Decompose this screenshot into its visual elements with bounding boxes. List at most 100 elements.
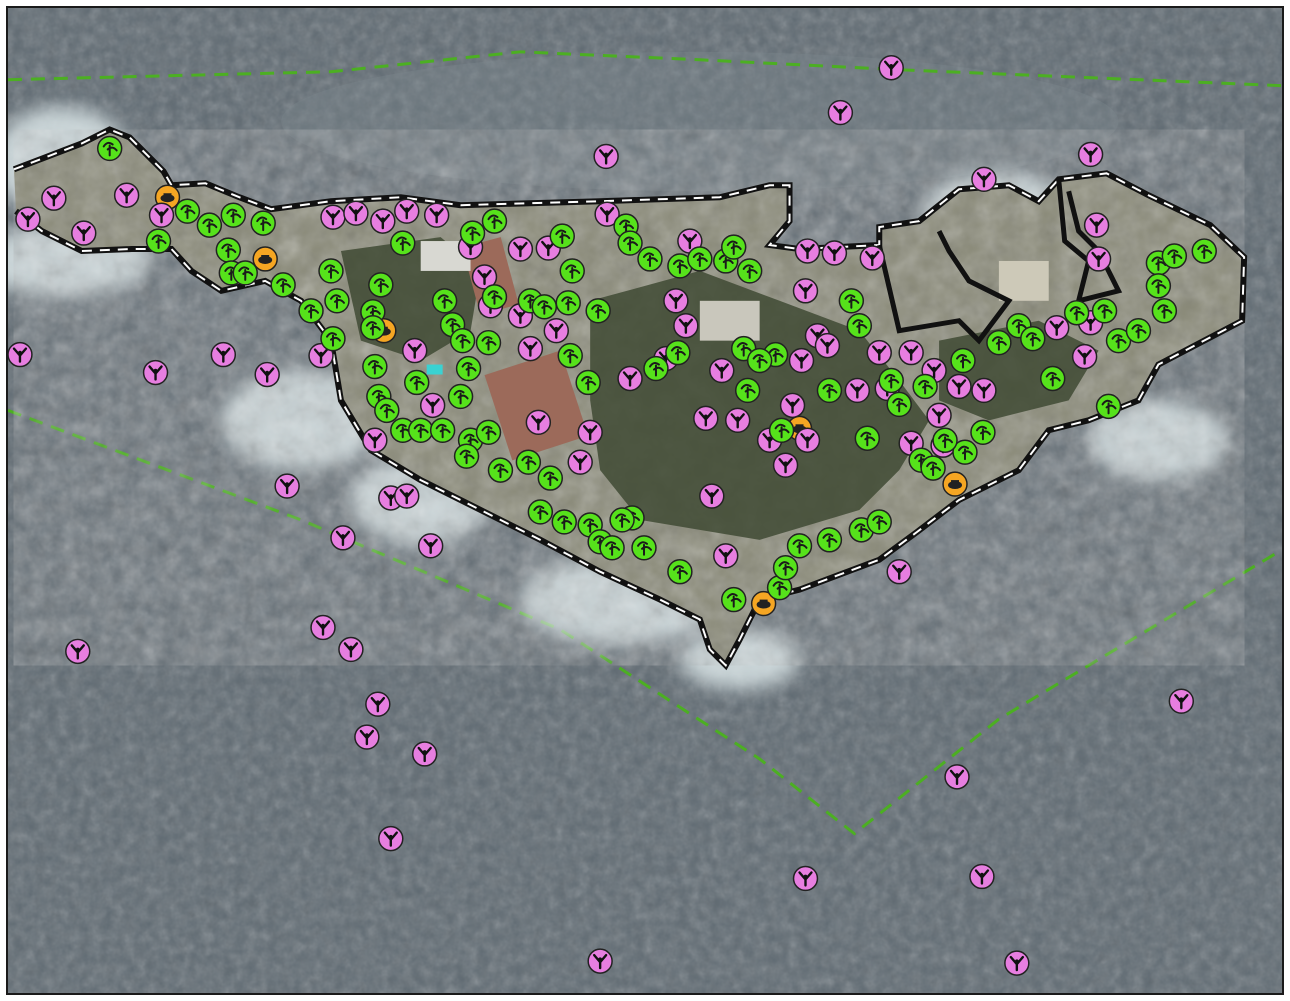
pink-marker[interactable] (673, 313, 699, 339)
pink-marker[interactable] (1043, 315, 1070, 341)
green-marker[interactable] (687, 246, 713, 272)
pink-marker[interactable] (310, 614, 336, 641)
green-marker[interactable] (816, 377, 843, 404)
green-marker[interactable] (487, 457, 514, 483)
pink-marker[interactable] (1085, 246, 1112, 272)
green-marker[interactable] (1145, 273, 1172, 299)
green-marker[interactable] (320, 325, 346, 352)
green-marker[interactable] (362, 353, 388, 380)
green-marker[interactable] (736, 258, 763, 284)
green-marker[interactable] (232, 260, 258, 286)
pink-marker[interactable] (1071, 343, 1098, 370)
pink-marker[interactable] (709, 357, 735, 384)
pink-marker[interactable] (423, 202, 450, 228)
orange-marker[interactable] (942, 471, 968, 497)
pink-marker[interactable] (713, 543, 739, 569)
green-marker[interactable] (986, 329, 1012, 356)
green-marker[interactable] (475, 419, 502, 445)
green-marker[interactable] (952, 439, 978, 465)
green-marker[interactable] (721, 586, 747, 613)
green-marker[interactable] (455, 355, 482, 382)
green-marker[interactable] (390, 230, 416, 256)
green-marker[interactable] (878, 367, 904, 394)
green-marker[interactable] (431, 288, 458, 314)
green-marker[interactable] (360, 315, 386, 341)
orange-marker[interactable] (252, 246, 278, 272)
pink-marker[interactable] (944, 764, 970, 790)
green-marker[interactable] (270, 272, 296, 298)
green-marker[interactable] (886, 391, 912, 418)
green-marker[interactable] (1105, 327, 1132, 354)
green-marker[interactable] (617, 230, 643, 256)
pink-marker[interactable] (8, 341, 33, 368)
pink-marker[interactable] (587, 948, 613, 974)
green-marker[interactable] (772, 555, 799, 581)
green-marker[interactable] (599, 535, 625, 561)
green-marker[interactable] (1095, 393, 1122, 420)
pink-marker[interactable] (71, 220, 97, 246)
green-marker[interactable] (1063, 300, 1090, 326)
pink-marker[interactable] (402, 337, 428, 364)
green-marker[interactable] (854, 425, 881, 451)
green-marker[interactable] (920, 455, 946, 481)
green-marker[interactable] (453, 443, 480, 469)
green-marker[interactable] (527, 499, 554, 525)
green-marker[interactable] (1191, 238, 1217, 264)
pink-marker[interactable] (577, 419, 603, 445)
pink-marker[interactable] (779, 392, 806, 419)
pink-marker[interactable] (926, 402, 952, 429)
pink-marker[interactable] (525, 409, 552, 436)
green-marker[interactable] (537, 465, 564, 491)
green-marker[interactable] (429, 417, 456, 443)
green-marker[interactable] (643, 355, 669, 382)
green-marker[interactable] (1161, 243, 1188, 269)
green-marker[interactable] (746, 347, 773, 374)
pink-marker[interactable] (844, 377, 871, 404)
green-marker[interactable] (846, 313, 873, 339)
pink-marker[interactable] (15, 206, 41, 232)
pink-marker[interactable] (148, 202, 175, 228)
pink-marker[interactable] (946, 373, 972, 400)
pink-marker[interactable] (898, 339, 924, 366)
pink-marker[interactable] (821, 240, 848, 266)
green-marker[interactable] (734, 377, 761, 404)
pink-marker[interactable] (41, 185, 67, 211)
pink-marker[interactable] (886, 559, 912, 585)
pink-marker[interactable] (969, 863, 995, 890)
green-marker[interactable] (250, 210, 276, 236)
pink-marker[interactable] (274, 473, 300, 499)
pink-marker[interactable] (792, 865, 819, 892)
green-marker[interactable] (298, 298, 324, 324)
green-marker[interactable] (515, 449, 542, 475)
green-marker[interactable] (481, 208, 508, 234)
pink-marker[interactable] (370, 208, 396, 234)
green-marker[interactable] (549, 223, 575, 249)
green-marker[interactable] (557, 342, 583, 369)
pink-marker[interactable] (663, 288, 689, 314)
pink-marker[interactable] (772, 452, 799, 478)
green-marker[interactable] (866, 509, 892, 535)
green-marker[interactable] (447, 383, 474, 410)
green-marker[interactable] (220, 202, 247, 228)
pink-marker[interactable] (567, 449, 593, 475)
green-marker[interactable] (449, 327, 476, 354)
pink-marker[interactable] (699, 483, 725, 509)
green-marker[interactable] (816, 527, 843, 553)
pink-marker[interactable] (419, 392, 446, 419)
green-marker[interactable] (970, 419, 996, 445)
green-marker[interactable] (459, 220, 486, 246)
green-marker[interactable] (950, 347, 976, 374)
green-marker[interactable] (721, 234, 747, 260)
orange-marker[interactable] (750, 590, 777, 617)
pink-marker[interactable] (411, 741, 438, 767)
pink-marker[interactable] (517, 335, 544, 362)
green-marker[interactable] (932, 427, 958, 453)
green-marker[interactable] (609, 507, 635, 533)
pink-marker[interactable] (617, 365, 643, 392)
green-marker[interactable] (324, 288, 350, 314)
pink-marker[interactable] (471, 264, 498, 290)
green-marker[interactable] (665, 339, 691, 366)
pink-marker[interactable] (814, 332, 841, 359)
green-marker[interactable] (838, 288, 865, 314)
pink-marker[interactable] (142, 359, 169, 386)
